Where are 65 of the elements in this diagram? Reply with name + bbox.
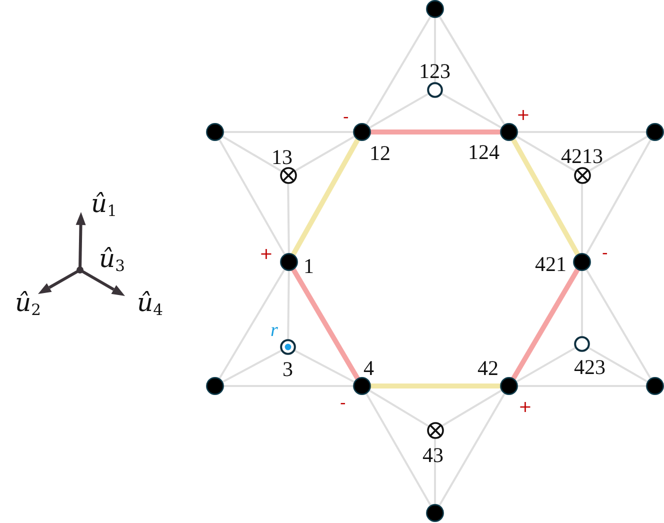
site-label: 42 <box>478 358 498 378</box>
connector-line <box>368 389 429 427</box>
connector-line <box>223 385 354 387</box>
axis-label: û$_{3}$ <box>99 244 125 276</box>
filled-dot-icon <box>426 504 444 522</box>
charge-sign: - <box>340 395 346 411</box>
filled-dot-icon <box>206 377 224 395</box>
axis-label: û$_{4}$ <box>137 288 163 320</box>
site-label: 4 <box>364 358 374 378</box>
connector-line <box>517 385 647 387</box>
charge-sign: - <box>602 245 608 261</box>
highlighted-line <box>370 384 501 388</box>
site-label: 421 <box>535 254 566 274</box>
connector-line <box>287 270 290 340</box>
site-label: 43 <box>422 444 444 466</box>
connector-line <box>365 16 432 126</box>
connector-line <box>287 182 290 254</box>
site-label: 12 <box>370 142 390 164</box>
axis-label: û$_{2}$ <box>15 288 41 320</box>
highlighted-line <box>291 268 360 380</box>
connector-line <box>365 392 432 506</box>
filled-dot-icon <box>646 377 664 395</box>
connector-line <box>581 182 583 254</box>
site-label: 123 <box>419 60 450 82</box>
connector-line <box>218 268 286 380</box>
highlighted-line <box>511 268 580 380</box>
site-label: 13 <box>272 146 292 168</box>
site-label: 3 <box>282 358 293 380</box>
connector-line <box>218 138 286 256</box>
highlighted-line <box>290 138 360 256</box>
connector-line <box>585 138 652 256</box>
filled-dot-icon <box>426 0 444 18</box>
highlighted-line <box>510 138 580 256</box>
site-label: 423 <box>574 356 606 378</box>
connector-line <box>440 92 502 129</box>
charge-sign: - <box>343 109 349 125</box>
connector-line <box>581 270 583 337</box>
connector-line <box>223 131 354 133</box>
site-label: 4213 <box>561 146 603 166</box>
connector-line <box>294 135 356 172</box>
connector-line <box>516 346 576 383</box>
charge-sign: + <box>516 107 530 123</box>
axis-label: û$_{1}$ <box>91 190 117 220</box>
connector-line <box>368 92 430 129</box>
connector-line <box>438 392 506 506</box>
highlighted-line <box>370 130 501 134</box>
connector-line <box>588 346 648 383</box>
connector-line <box>588 135 648 172</box>
site-label: 124 <box>468 142 500 162</box>
connector-line <box>294 350 356 383</box>
connector-line <box>441 389 502 427</box>
charge-sign: + <box>518 399 532 415</box>
charge-sign: + <box>260 246 273 262</box>
filled-dot-icon <box>206 123 224 141</box>
vector-label: r <box>270 320 278 340</box>
connector-line <box>222 350 282 383</box>
connector-line <box>438 16 506 126</box>
connector-line <box>517 131 647 133</box>
connector-line <box>434 17 436 83</box>
site-label: 1 <box>304 256 314 276</box>
connector-line <box>585 268 652 380</box>
connector-line <box>516 135 576 172</box>
filled-dot-icon <box>646 123 664 141</box>
connector-line <box>222 135 282 172</box>
connector-line <box>434 438 436 505</box>
